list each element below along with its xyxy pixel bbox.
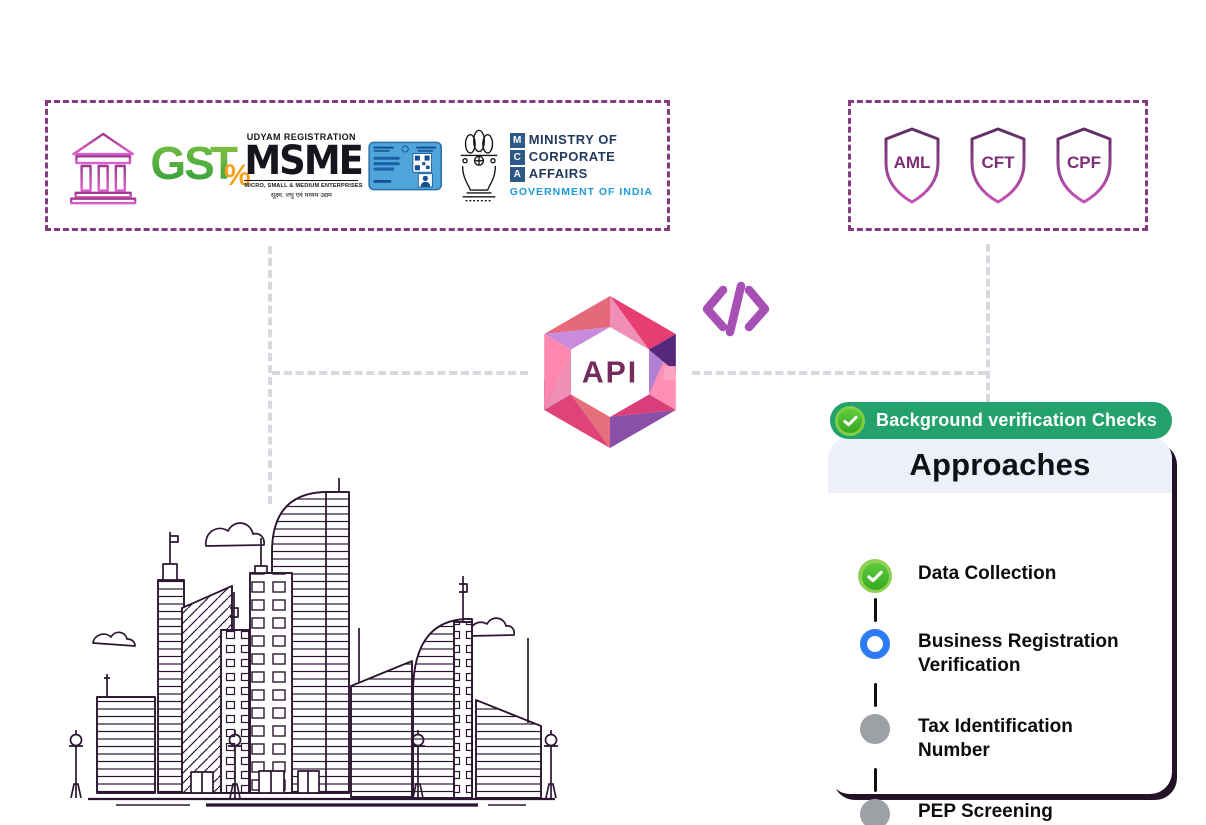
cft-shield-label: CFT: [981, 153, 1015, 172]
mca-government-of-india: GOVERNMENT OF INDIA: [509, 186, 653, 198]
bank-building-icon: [70, 132, 137, 204]
step-pending-circle-icon: [860, 713, 890, 744]
cpf-shield-label: CPF: [1067, 153, 1101, 172]
data-sources-box: GST% UDYAM REGISTRATION MSME MICRO, SMAL…: [45, 100, 670, 231]
api-hexagon-logo: API: [544, 295, 676, 449]
connector-left-vertical: [268, 246, 272, 504]
aml-shield-icon: AML: [884, 127, 940, 203]
aml-shield-label: AML: [894, 153, 931, 172]
background-verification-badge: Background verification Checks: [830, 402, 1172, 439]
card-title: Approaches: [909, 447, 1091, 482]
id-card-icon: [368, 141, 443, 190]
cpf-shield-icon: CPF: [1056, 127, 1112, 203]
mca-line-2: CORPORATE: [528, 149, 616, 165]
compliance-box: AML CFT CPF: [848, 100, 1148, 231]
udyam-registration-label: UDYAM REGISTRATION: [246, 132, 356, 142]
mca-letter-c: C: [509, 150, 525, 165]
mca-logo: M C A MINISTRY OF CORPORATE AFFAIRS GOVE…: [453, 126, 653, 206]
step-done-check-icon: [858, 559, 892, 593]
step-active-ring-icon: [860, 629, 890, 659]
connector-horizontal-left: [272, 371, 528, 375]
step-business-registration: Business Registration Verification: [858, 627, 1136, 678]
msme-subtitle: MICRO, SMALL & MEDIUM ENTERPRISES: [244, 180, 363, 189]
connector-right-vertical: [986, 244, 990, 402]
mca-line-3: AFFAIRS: [528, 165, 588, 181]
step-pep-screening: PEP Screening: [858, 797, 1136, 825]
gst-logo: GST%: [150, 137, 250, 191]
timeline-connector: [873, 682, 877, 707]
step-data-collection: Data Collection: [858, 559, 1136, 593]
step-label: Business Registration Verification: [918, 631, 1119, 676]
gst-gs-text: GS: [150, 137, 214, 189]
national-emblem-icon: [460, 129, 498, 201]
gst-t-text: T: [209, 137, 238, 189]
approaches-steps-list: Data Collection Business Registration Ve…: [858, 559, 1136, 825]
mca-letter-a: A: [509, 167, 525, 182]
step-label: Data Collection: [918, 563, 1057, 584]
connector-horizontal-right: [692, 371, 986, 375]
timeline-connector: [873, 767, 877, 792]
approaches-card: Approaches Data Collection Business Regi…: [828, 437, 1172, 825]
timeline-connector: [873, 598, 877, 622]
gst-percent-text: %: [223, 159, 251, 192]
step-pending-circle-icon: [860, 798, 890, 825]
mca-letter-m: M: [509, 133, 525, 148]
code-brackets-icon: [702, 281, 770, 337]
step-label: Tax Identification Number: [918, 715, 1073, 761]
step-label: PEP Screening: [918, 800, 1053, 822]
api-label: API: [582, 357, 638, 390]
step-tax-identification: Tax Identification Number: [858, 712, 1136, 763]
city-skyline-illustration: [69, 478, 558, 807]
cft-shield-icon: CFT: [970, 127, 1026, 203]
check-circle-icon: [835, 405, 865, 436]
msme-wordmark: MSME: [244, 137, 364, 184]
msme-udyam-logo: UDYAM REGISTRATION MSME MICRO, SMALL & M…: [244, 132, 364, 199]
card-header: Approaches: [828, 437, 1172, 493]
badge-label: Background verification Checks: [876, 410, 1158, 430]
msme-subtitle-hindi: सूक्ष्म, लघु एवं मध्यम उद्यम: [270, 192, 332, 199]
mca-line-1: MINISTRY OF: [528, 132, 618, 148]
